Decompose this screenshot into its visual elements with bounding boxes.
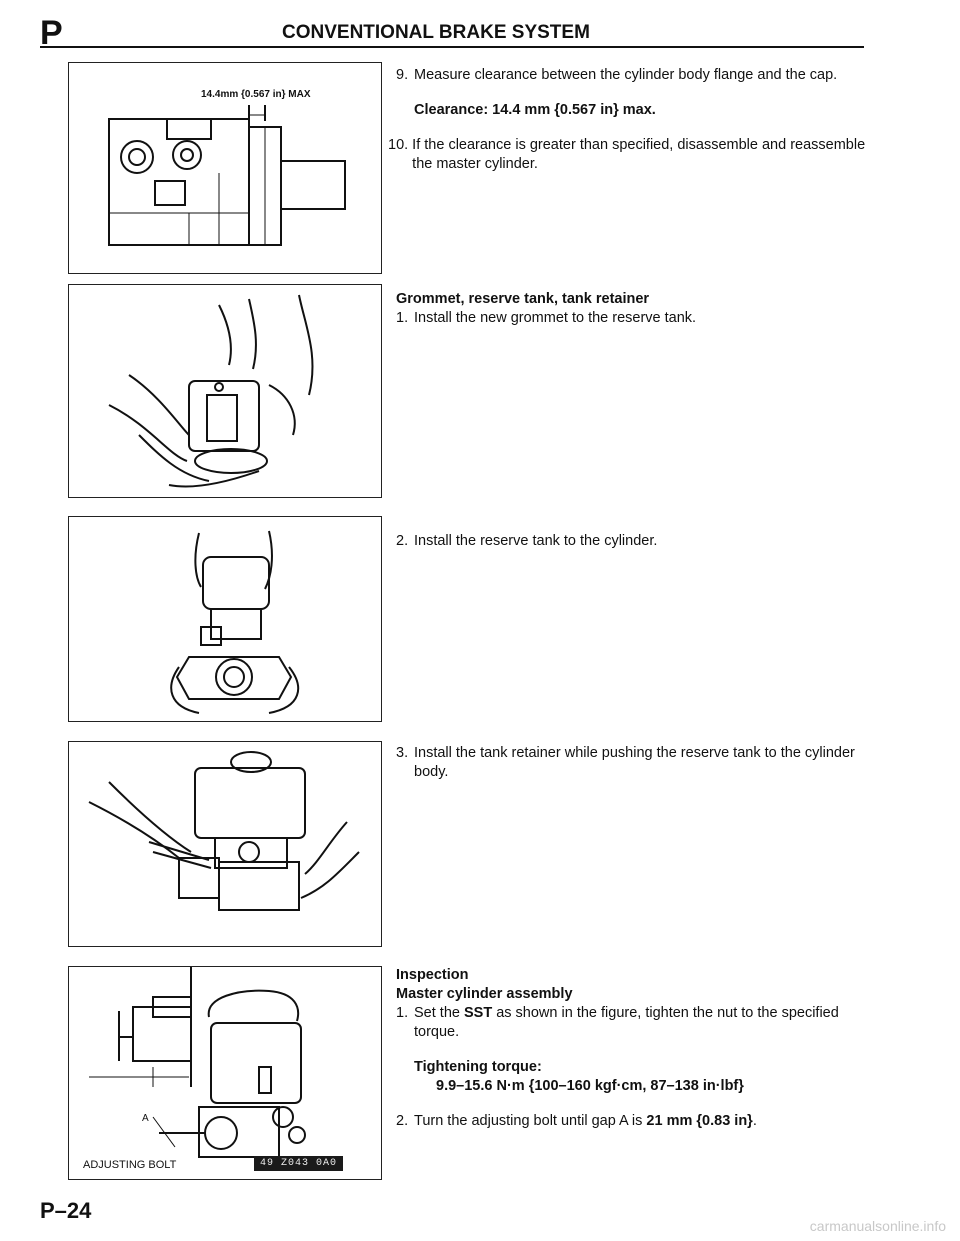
step-number: 2. xyxy=(396,1113,409,1129)
figure-grommet xyxy=(68,284,382,498)
header-rule xyxy=(40,46,864,48)
step-text: Install the new grommet to the reserve t… xyxy=(414,310,697,326)
gap-value: 21 mm {0.83 in} xyxy=(646,1113,753,1129)
figure-code-badge: 49 Z043 0A0 xyxy=(253,1156,343,1171)
section-heading-inspection: Inspection xyxy=(396,967,469,983)
step-9: 9. Measure clearance between the cylinde… xyxy=(396,66,866,85)
step-number: 9. xyxy=(396,67,409,83)
watermark: carmanualsonline.info xyxy=(809,1218,946,1234)
step-g1: 1. Install the new grommet to the reserv… xyxy=(396,309,866,328)
page-number: P–24 xyxy=(40,1198,92,1223)
clearance-spec: Clearance: 14.4 mm {0.567 in} max. xyxy=(414,102,656,118)
step-text-part: Turn the adjusting bolt until gap A is xyxy=(414,1113,647,1129)
figure-clearance-label: 14.4mm {0.567 in} MAX xyxy=(201,89,311,100)
torque-label: Tightening torque: xyxy=(414,1059,542,1075)
step-text-part: as shown in the figure, tighten the nut … xyxy=(414,1005,839,1040)
step-i2: 2. Turn the adjusting bolt until gap A i… xyxy=(396,1112,866,1131)
figure-adjusting-bolt: A ADJUSTING BOLT 49 Z043 0A0 xyxy=(68,966,382,1180)
grommet-text-block: Grommet, reserve tank, tank retainer 1. … xyxy=(396,290,866,328)
step-text: Set the SST as shown in the figure, tigh… xyxy=(410,1004,866,1042)
tank-retainer-drawing xyxy=(88,751,360,911)
step-text: Measure clearance between the cylinder b… xyxy=(414,67,838,83)
figure-clearance: 14.4mm {0.567 in} MAX xyxy=(68,62,382,274)
master-cylinder-drawing xyxy=(108,105,346,246)
clearance-text-block: 9. Measure clearance between the cylinde… xyxy=(388,66,866,174)
page-header-letter: P xyxy=(40,14,63,52)
adjusting-bolt-label: ADJUSTING BOLT xyxy=(83,1159,177,1171)
reserve-tank-install-drawing xyxy=(170,530,300,714)
step-number: 1. xyxy=(396,1005,409,1021)
torque-value: 9.9–15.6 N·m {100–160 kgf·cm, 87–138 in·… xyxy=(436,1078,744,1094)
grommet-install-drawing xyxy=(108,294,314,488)
step-text-part: . xyxy=(752,1113,757,1129)
step-text: If the clearance is greater than specifi… xyxy=(412,137,866,172)
inspection-text-block: Inspection Master cylinder assembly 1. S… xyxy=(396,966,866,1131)
step-10: 10. If the clearance is greater than spe… xyxy=(388,136,866,174)
step-text: Install the tank retainer while pushing … xyxy=(414,745,855,780)
step-i1: 1. Set the SST as shown in the figure, t… xyxy=(396,1004,866,1042)
step-number: 2. xyxy=(396,533,409,549)
step-number: 1. xyxy=(396,310,409,326)
reserve-tank-text-block: 2. Install the reserve tank to the cylin… xyxy=(396,532,866,551)
section-heading-grommet: Grommet, reserve tank, tank retainer xyxy=(396,291,650,307)
step-g3: 3. Install the tank retainer while pushi… xyxy=(396,744,866,782)
step-number: 3. xyxy=(396,745,409,761)
step-text: Turn the adjusting bolt until gap A is 2… xyxy=(410,1112,757,1131)
step-g2: 2. Install the reserve tank to the cylin… xyxy=(396,532,866,551)
step-text: Install the reserve tank to the cylinder… xyxy=(414,533,658,549)
sst-term: SST xyxy=(463,1005,493,1021)
step-text-part: Set the xyxy=(414,1005,464,1021)
step-number: 10. xyxy=(388,137,409,153)
page-title: CONVENTIONAL BRAKE SYSTEM xyxy=(282,22,590,43)
sst-setup-drawing xyxy=(89,967,306,1158)
figure-reserve-tank xyxy=(68,516,382,722)
section-heading-master-cylinder: Master cylinder assembly xyxy=(396,986,573,1002)
retainer-text-block: 3. Install the tank retainer while pushi… xyxy=(396,744,866,782)
gap-a-label: A xyxy=(142,1113,149,1124)
figure-tank-retainer xyxy=(68,741,382,947)
